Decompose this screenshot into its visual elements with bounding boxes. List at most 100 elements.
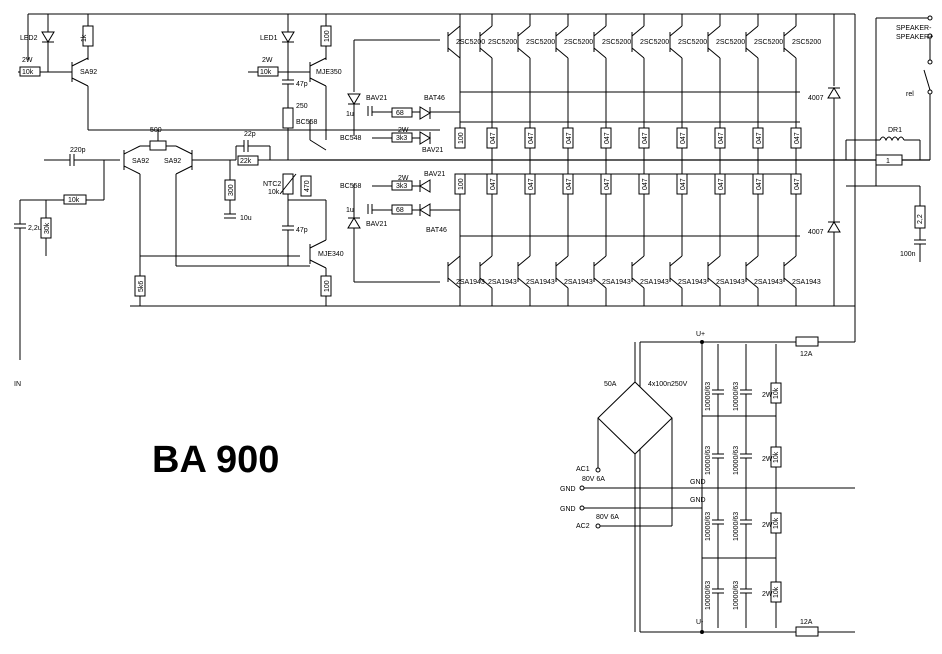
r10k-psu-label: 10k — [773, 517, 780, 529]
filter-capacitor: 10000/63 — [733, 474, 752, 558]
npn-output-transistor: 2SC5200 047 — [783, 14, 821, 160]
gnd-b-label: GND — [690, 479, 706, 486]
r047-label: 047 — [642, 132, 649, 144]
r047-label: 047 — [566, 132, 573, 144]
bc558-b-label: BC558 — [340, 183, 362, 190]
cap10000-label: 10000/63 — [705, 446, 712, 475]
npn-output-transistor: 2SC5200 047 — [631, 14, 669, 160]
filter-capacitor: 10000/63 — [705, 542, 724, 628]
r500-label: 500 — [150, 127, 162, 134]
r047-label: 047 — [718, 178, 725, 190]
bat46-b-label: BAT46 — [426, 227, 447, 234]
r300-label: 300 — [228, 184, 235, 196]
uminus-label: U- — [696, 619, 704, 626]
r047-label: 047 — [794, 132, 801, 144]
led2-label: LED2 — [20, 35, 38, 42]
r250-label: 250 — [296, 103, 308, 110]
r10k-psu-label: 10k — [773, 451, 780, 463]
r10k-psu-label: 10k — [773, 586, 780, 598]
npn-label: 2SC5200 — [716, 39, 745, 46]
r047-label: 047 — [490, 132, 497, 144]
cap10000-label: 10000/63 — [733, 382, 740, 411]
c220p-label: 220p — [70, 147, 86, 154]
pnp-label: 2SA1943 — [526, 279, 555, 286]
bridge-caps-label: 4x100n250V — [648, 381, 688, 388]
pnp-label: 2SA1943 — [716, 279, 745, 286]
bav21-b-label: BAV21 — [422, 147, 443, 154]
ntc2-label: NTC2 — [263, 181, 281, 188]
cap10000-label: 10000/63 — [705, 512, 712, 541]
c100n-label: 100n — [900, 251, 916, 258]
c1u-a-label: 1u — [346, 111, 354, 118]
cap10000-label: 10000/63 — [733, 581, 740, 610]
r100b-label: 100 — [324, 280, 331, 292]
cap10000-label: 10000/63 — [705, 382, 712, 411]
r047-label: 047 — [794, 178, 801, 190]
filter-capacitor: 10000/63 — [733, 412, 752, 488]
w2b-label: 2W — [262, 57, 273, 64]
r047-label: 047 — [642, 178, 649, 190]
r047-label: 047 — [680, 178, 687, 190]
bridge-label: 50A — [604, 381, 617, 388]
output-transistor-array: 2SC52002SA19432SC52000472SA19430472SC520… — [447, 14, 821, 306]
cap10000-label: 10000/63 — [733, 446, 740, 475]
v80-a-label: 80V 6A — [582, 476, 605, 483]
r22-label: 2,2 — [917, 214, 924, 224]
npn-label: 2SC5200 — [792, 39, 821, 46]
schematic-title: BA 900 — [152, 439, 279, 481]
r30k-label: 30k — [44, 222, 51, 234]
c22u-label: 2,2u — [28, 225, 42, 232]
npn-output-transistor: 2SC5200 — [447, 14, 485, 128]
filter-capacitor: 10000/63 — [705, 412, 724, 488]
bat46-a-label: BAT46 — [424, 95, 445, 102]
r68-b-label: 68 — [396, 207, 404, 214]
r10k-psu-label: 10k — [773, 387, 780, 399]
power-supply: 12A 12A U+ U- 50A 4x100n250V AC1 80V 6A … — [560, 331, 855, 637]
r047-label: 047 — [566, 178, 573, 190]
r10k-a-label: 10k — [22, 69, 34, 76]
w2e-label: 2W — [762, 392, 773, 399]
gnd-c-label: GND — [690, 497, 706, 504]
npn-label: 2SC5200 — [456, 39, 485, 46]
ac2-label: AC2 — [576, 523, 590, 530]
r10k-c-label: 10k — [68, 197, 80, 204]
bc558-a-label: BC558 — [296, 119, 318, 126]
output-network: 4007 4007 DR1 1 SPEAKER- SPEAKER+ rel 2,… — [808, 14, 933, 306]
r100-emit-a-label: 100 — [458, 132, 465, 144]
ntc-10k-label: 10k — [268, 189, 280, 196]
r1-label: 1 — [886, 158, 890, 165]
w2a-label: 2W — [22, 57, 33, 64]
w2d-label: 2W — [398, 175, 409, 182]
npn-label: 2SC5200 — [754, 39, 783, 46]
npn-label: 2SC5200 — [526, 39, 555, 46]
npn-label: 2SC5200 — [640, 39, 669, 46]
d4007-b-label: 4007 — [808, 229, 824, 236]
fuse12a-a-label: 12A — [800, 351, 813, 358]
npn-label: 2SC5200 — [488, 39, 517, 46]
r047-label: 047 — [756, 178, 763, 190]
pnp-label: 2SA1943 — [564, 279, 593, 286]
npn-label: 2SC5200 — [602, 39, 631, 46]
r-1k-label: 1k — [81, 34, 88, 42]
w2e-label: 2W — [762, 591, 773, 598]
fuse12a-b-label: 12A — [800, 619, 813, 626]
filter-capacitor: 10000/63 — [705, 474, 724, 558]
c22p-label: 22p — [244, 131, 256, 138]
filter-capacitor: 10000/63 — [705, 344, 724, 428]
r68-a-label: 68 — [396, 110, 404, 117]
input-stage: LED2 1k SA92 2W 10k 220p 10k — [14, 14, 440, 388]
ac1-label: AC1 — [576, 466, 590, 473]
npn-label: 2SC5200 — [678, 39, 707, 46]
dr1-label: DR1 — [888, 127, 902, 134]
